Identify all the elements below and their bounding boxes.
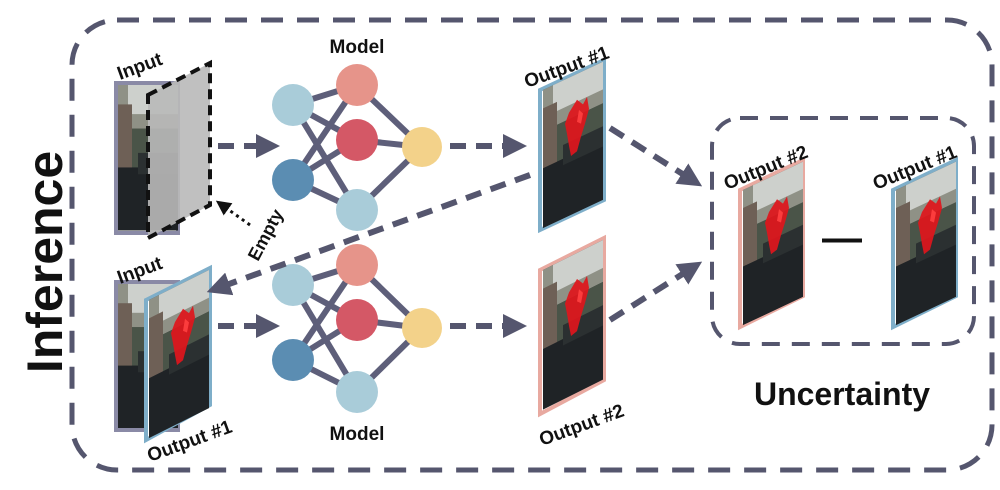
inference-border bbox=[69, 17, 995, 473]
uncertainty-box bbox=[710, 116, 976, 346]
input-node bbox=[272, 339, 314, 381]
hidden-node bbox=[336, 244, 378, 286]
hidden-node bbox=[336, 189, 378, 231]
output2-image bbox=[538, 234, 606, 418]
empty-label: Empty bbox=[244, 206, 287, 264]
arrow-output2-to-uncertainty bbox=[608, 261, 703, 323]
uncertainty-output2-image bbox=[738, 156, 805, 331]
uncertainty-label: Uncertainty bbox=[754, 376, 930, 412]
output1-image bbox=[538, 56, 606, 234]
uncertainty-output1-image bbox=[891, 156, 958, 331]
input-node bbox=[272, 159, 314, 201]
output1-overlay-image bbox=[144, 264, 212, 444]
arrow-output1-to-input-bottom bbox=[206, 172, 532, 296]
model-top-label: Model bbox=[330, 37, 385, 58]
input-node bbox=[272, 84, 314, 126]
empty-overlay-frame bbox=[146, 59, 212, 242]
hidden-node bbox=[336, 371, 378, 413]
arrow-output1-to-uncertainty bbox=[608, 125, 703, 187]
inference-title: Inference bbox=[17, 151, 73, 373]
output-node bbox=[402, 127, 442, 167]
hidden-node bbox=[336, 299, 378, 341]
input-node bbox=[272, 264, 314, 306]
model-network-top bbox=[272, 64, 442, 231]
hidden-node bbox=[336, 64, 378, 106]
empty-arrow bbox=[215, 200, 251, 227]
minus-sign: — bbox=[822, 216, 862, 260]
hidden-node bbox=[336, 119, 378, 161]
input-top-label: Input bbox=[115, 49, 166, 85]
model-network-bottom bbox=[272, 244, 442, 413]
model-bottom-label: Model bbox=[330, 424, 385, 445]
output-node bbox=[402, 308, 442, 348]
